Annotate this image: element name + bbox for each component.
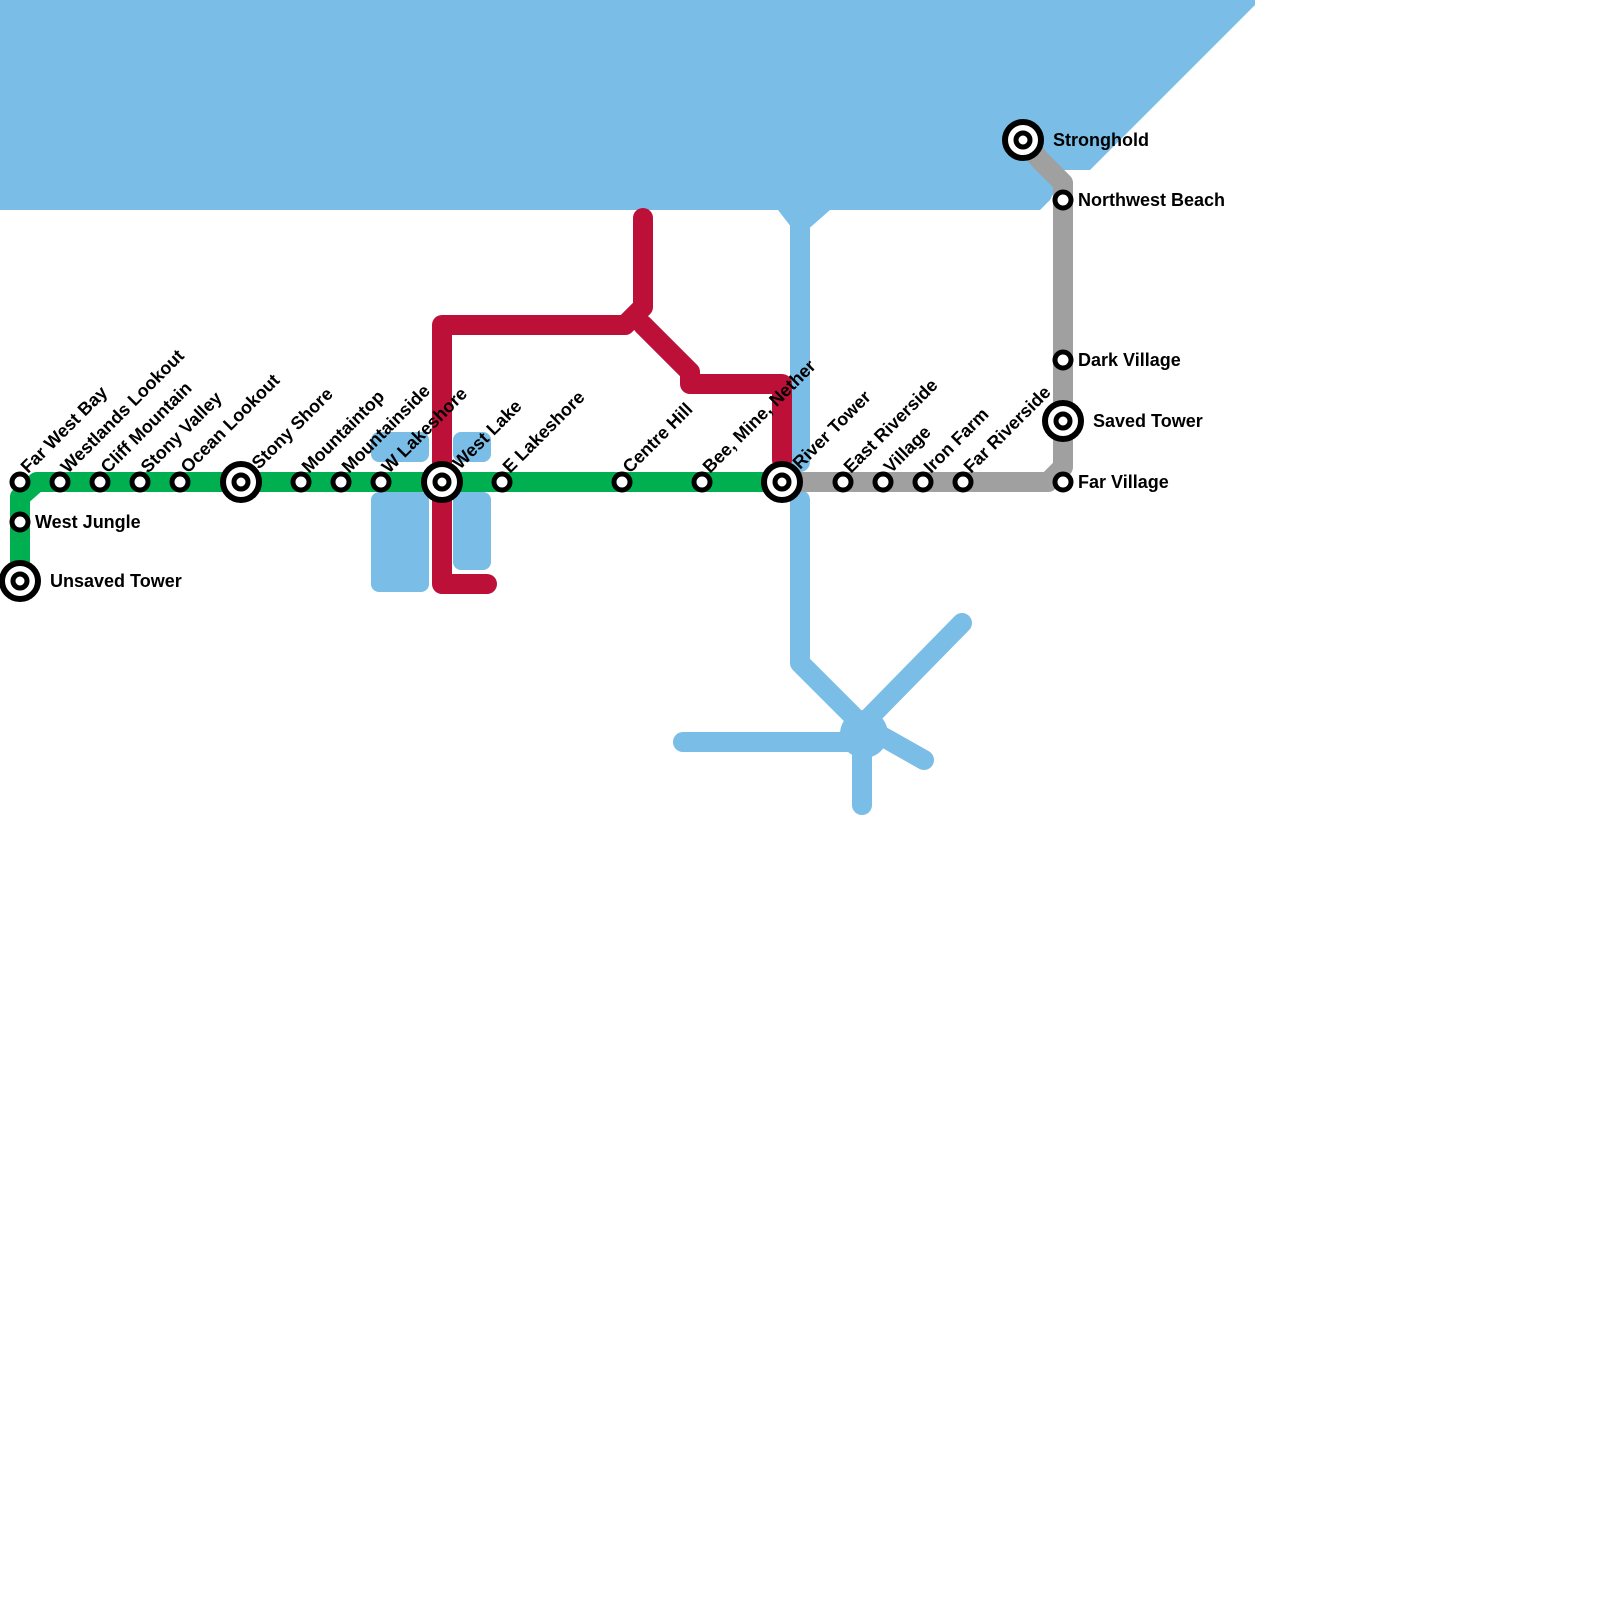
river-confluence [840,710,888,758]
station-marker[interactable] [491,471,513,493]
station-ocean-lookout[interactable] [169,471,191,493]
station-label-west-jungle: West Jungle [35,512,141,532]
interchange-inner-ring[interactable] [1013,130,1033,150]
station-saved-tower[interactable] [1042,400,1084,442]
station-river-tower[interactable] [761,461,803,503]
river-south [790,490,934,770]
station-marker[interactable] [370,471,392,493]
routes-layer [10,130,1073,594]
station-marker[interactable] [872,471,894,493]
station-marker[interactable] [129,471,151,493]
station-stronghold[interactable] [1002,119,1044,161]
station-e-lakeshore[interactable] [491,471,513,493]
station-far-village[interactable] [1052,471,1074,493]
red-line [432,208,792,594]
station-marker[interactable] [691,471,713,493]
station-westlands-lookout[interactable] [49,471,71,493]
station-marker[interactable] [912,471,934,493]
station-marker[interactable] [330,471,352,493]
station-w-lakeshore[interactable] [370,471,392,493]
station-marker[interactable] [290,471,312,493]
station-iron-farm[interactable] [912,471,934,493]
station-mountainside[interactable] [330,471,352,493]
green-line [10,472,792,591]
lake-west-lower [371,492,429,592]
station-east-riverside[interactable] [832,471,854,493]
station-stony-valley[interactable] [129,471,151,493]
river-east-branch [852,613,972,735]
station-far-riverside[interactable] [952,471,974,493]
station-marker[interactable] [611,471,633,493]
station-label-unsaved-tower: Unsaved Tower [50,571,182,591]
lake-west-upper [371,432,429,462]
station-marker[interactable] [1052,349,1074,371]
station-cliff-mountain[interactable] [89,471,111,493]
station-marker[interactable] [9,511,31,533]
station-label-far-village: Far Village [1078,472,1169,492]
station-label-dark-village: Dark Village [1078,350,1181,370]
station-marker[interactable] [9,471,31,493]
sea [0,0,1255,232]
grey-line [772,130,1073,492]
station-mountaintop[interactable] [290,471,312,493]
interchange-inner-ring[interactable] [772,472,792,492]
interchange-inner-ring[interactable] [10,571,30,591]
station-west-jungle[interactable] [9,511,31,533]
station-village[interactable] [872,471,894,493]
station-marker[interactable] [1052,471,1074,493]
station-label-centre-hill: Centre Hill [619,399,697,477]
station-centre-hill[interactable] [611,471,633,493]
lake-east-lower [453,492,491,570]
stations-layer [0,119,1084,602]
station-stony-shore[interactable] [220,461,262,503]
station-label-northwest-beach: Northwest Beach [1078,190,1225,210]
interchange-inner-ring[interactable] [1053,411,1073,431]
station-marker[interactable] [1052,189,1074,211]
station-marker[interactable] [169,471,191,493]
lake-east-upper [453,432,491,462]
interchange-inner-ring[interactable] [231,472,251,492]
station-west-lake[interactable] [421,461,463,503]
water-layer [0,0,1255,815]
station-northwest-beach[interactable] [1052,189,1074,211]
station-label-saved-tower: Saved Tower [1093,411,1203,431]
station-marker[interactable] [89,471,111,493]
station-unsaved-tower[interactable] [0,560,41,602]
station-marker[interactable] [49,471,71,493]
interchange-inner-ring[interactable] [432,472,452,492]
station-marker[interactable] [832,471,854,493]
station-bee-mine-nether[interactable] [691,471,713,493]
station-dark-village[interactable] [1052,349,1074,371]
station-label-stronghold: Stronghold [1053,130,1149,150]
station-marker[interactable] [952,471,974,493]
station-far-west-bay[interactable] [9,471,31,493]
